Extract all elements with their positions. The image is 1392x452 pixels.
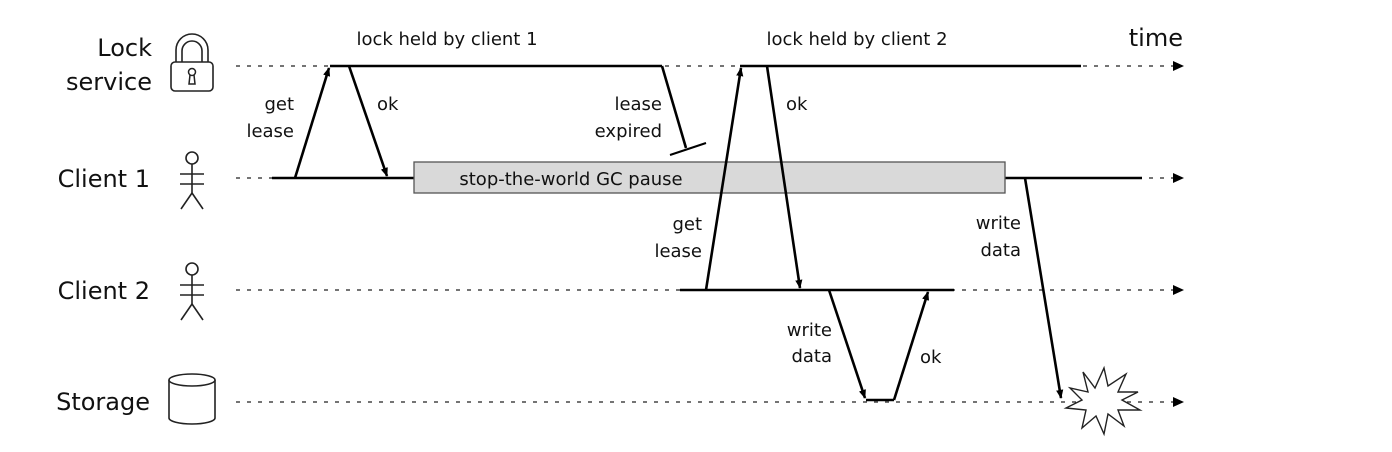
- gc-pause-label: stop-the-world GC pause: [459, 169, 682, 190]
- label-lease-expired-line2: expired: [595, 121, 662, 142]
- label-client1-get-lease-line2: lease: [246, 121, 294, 142]
- arrow-client2-write-data: [827, 289, 867, 399]
- person-icon-client2: [180, 262, 204, 321]
- arrow-lease-expired: [660, 65, 688, 149]
- database-cylinder-icon: [168, 373, 216, 425]
- label-client2-get-lease-line2: lease: [654, 241, 702, 262]
- arrow-storage-ok: [892, 291, 930, 401]
- label-client1-get-lease-line1: get: [264, 94, 294, 115]
- label-client1-ok: ok: [377, 94, 399, 115]
- label-client1-write-line2: data: [980, 240, 1021, 261]
- label-client2-write-line1: write: [787, 320, 832, 341]
- label-client2-get-lease-line1: get: [672, 214, 702, 235]
- arrow-client2-get-lease: [704, 67, 744, 291]
- lane-label-lock-line2: service: [66, 68, 152, 96]
- collision-burst-icon: [1063, 365, 1143, 437]
- person-icon-client1: [180, 151, 204, 210]
- time-label: time: [1129, 24, 1183, 52]
- arrow-client2-ok: [765, 65, 803, 289]
- lane-label-client2: Client 2: [58, 277, 150, 305]
- label-client2-ok: ok: [786, 94, 808, 115]
- time-arrowhead-client1: [1173, 173, 1184, 183]
- arrow-client1-get-lease: [293, 67, 331, 179]
- arrow-client1-ok: [347, 65, 389, 177]
- arrow-client1-write-data: [1023, 177, 1064, 399]
- lane-label-lock-line1: Lock: [97, 34, 152, 62]
- lane-label-client1: Client 1: [58, 165, 150, 193]
- gc-pause-box: [413, 161, 1006, 194]
- label-lease-expired-line1: lease: [614, 94, 662, 115]
- label-client2-write-line2: data: [791, 346, 832, 367]
- period-label-client1: lock held by client 1: [356, 29, 537, 50]
- time-arrowhead-lock: [1173, 61, 1184, 71]
- period-label-client2: lock held by client 2: [766, 29, 947, 50]
- label-client1-write-line1: write: [976, 213, 1021, 234]
- label-storage-ok: ok: [920, 347, 942, 368]
- padlock-icon: [170, 33, 214, 92]
- lane-label-storage: Storage: [56, 388, 150, 416]
- time-arrowhead-client2: [1173, 285, 1184, 295]
- time-arrowhead-storage: [1173, 397, 1184, 407]
- lease-expired-cross-mark: [669, 142, 707, 156]
